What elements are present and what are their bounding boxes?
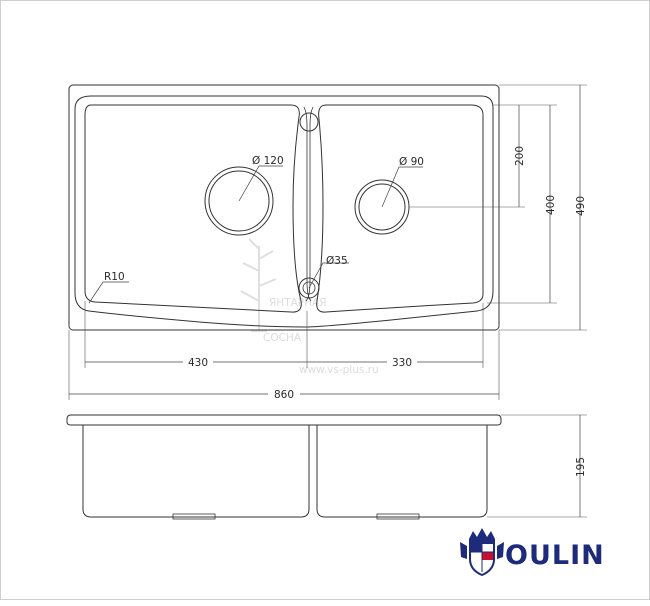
dim-430-label: 430 — [188, 357, 208, 369]
watermark-line1: ЯНТАРНАЯ — [269, 297, 327, 309]
dim-200-label: 200 — [514, 146, 526, 166]
top-view-annotations: Ø 120 Ø 90 Ø35 R10 — [88, 155, 424, 304]
left-bowl-outline — [84, 104, 302, 313]
left-drain-leader — [238, 165, 283, 202]
side-view-left-drain — [172, 513, 216, 520]
watermark: ЯНТАРНАЯ СОСНА www.vs-plus.ru — [240, 238, 379, 376]
crest-icon — [460, 528, 504, 577]
brand-name: OULIN — [505, 540, 605, 571]
side-view-left-bowl — [82, 425, 310, 518]
sink-inner-rim — [74, 95, 494, 328]
dim-400-label: 400 — [545, 195, 557, 215]
watermark-tree-icon — [240, 238, 277, 332]
watermark-line2: СОСНА — [263, 332, 302, 344]
side-view-right-drain — [376, 513, 420, 520]
right-bowl-outline — [316, 104, 484, 313]
side-view-rim — [66, 414, 502, 426]
right-drain-leader — [381, 166, 423, 208]
right-drain-inner — [358, 183, 406, 231]
right-drain-label: Ø 90 — [399, 156, 424, 168]
overflow-leader — [308, 262, 349, 289]
sink-outer-rim — [68, 84, 500, 331]
tap-hole-label: Ø35 — [326, 255, 348, 267]
brand-logo: OULIN — [460, 528, 605, 577]
side-view-right-bowl — [316, 425, 488, 518]
dim-195-label: 195 — [575, 457, 587, 477]
dim-330-label: 330 — [392, 357, 412, 369]
divider-groove-2 — [305, 106, 314, 302]
tap-hole — [299, 112, 319, 132]
watermark-url: www.vs-plus.ru — [299, 364, 379, 376]
horizontal-dimensions: 430 330 860 — [68, 301, 500, 401]
radius-label: R10 — [104, 271, 125, 283]
dim-490-label: 490 — [575, 196, 587, 216]
overflow-hole-inner — [302, 281, 316, 295]
left-drain-outer — [204, 166, 274, 236]
sink-top-view — [68, 84, 500, 331]
radius-leader — [88, 281, 129, 304]
sink-side-view: 195 — [66, 414, 587, 520]
dim-860-label: 860 — [274, 389, 294, 401]
left-drain-inner — [208, 170, 270, 232]
vertical-dimensions: 200 400 490 — [409, 84, 587, 331]
left-drain-label: Ø 120 — [252, 155, 284, 167]
divider-groove — [303, 106, 312, 302]
overflow-hole — [298, 277, 320, 299]
